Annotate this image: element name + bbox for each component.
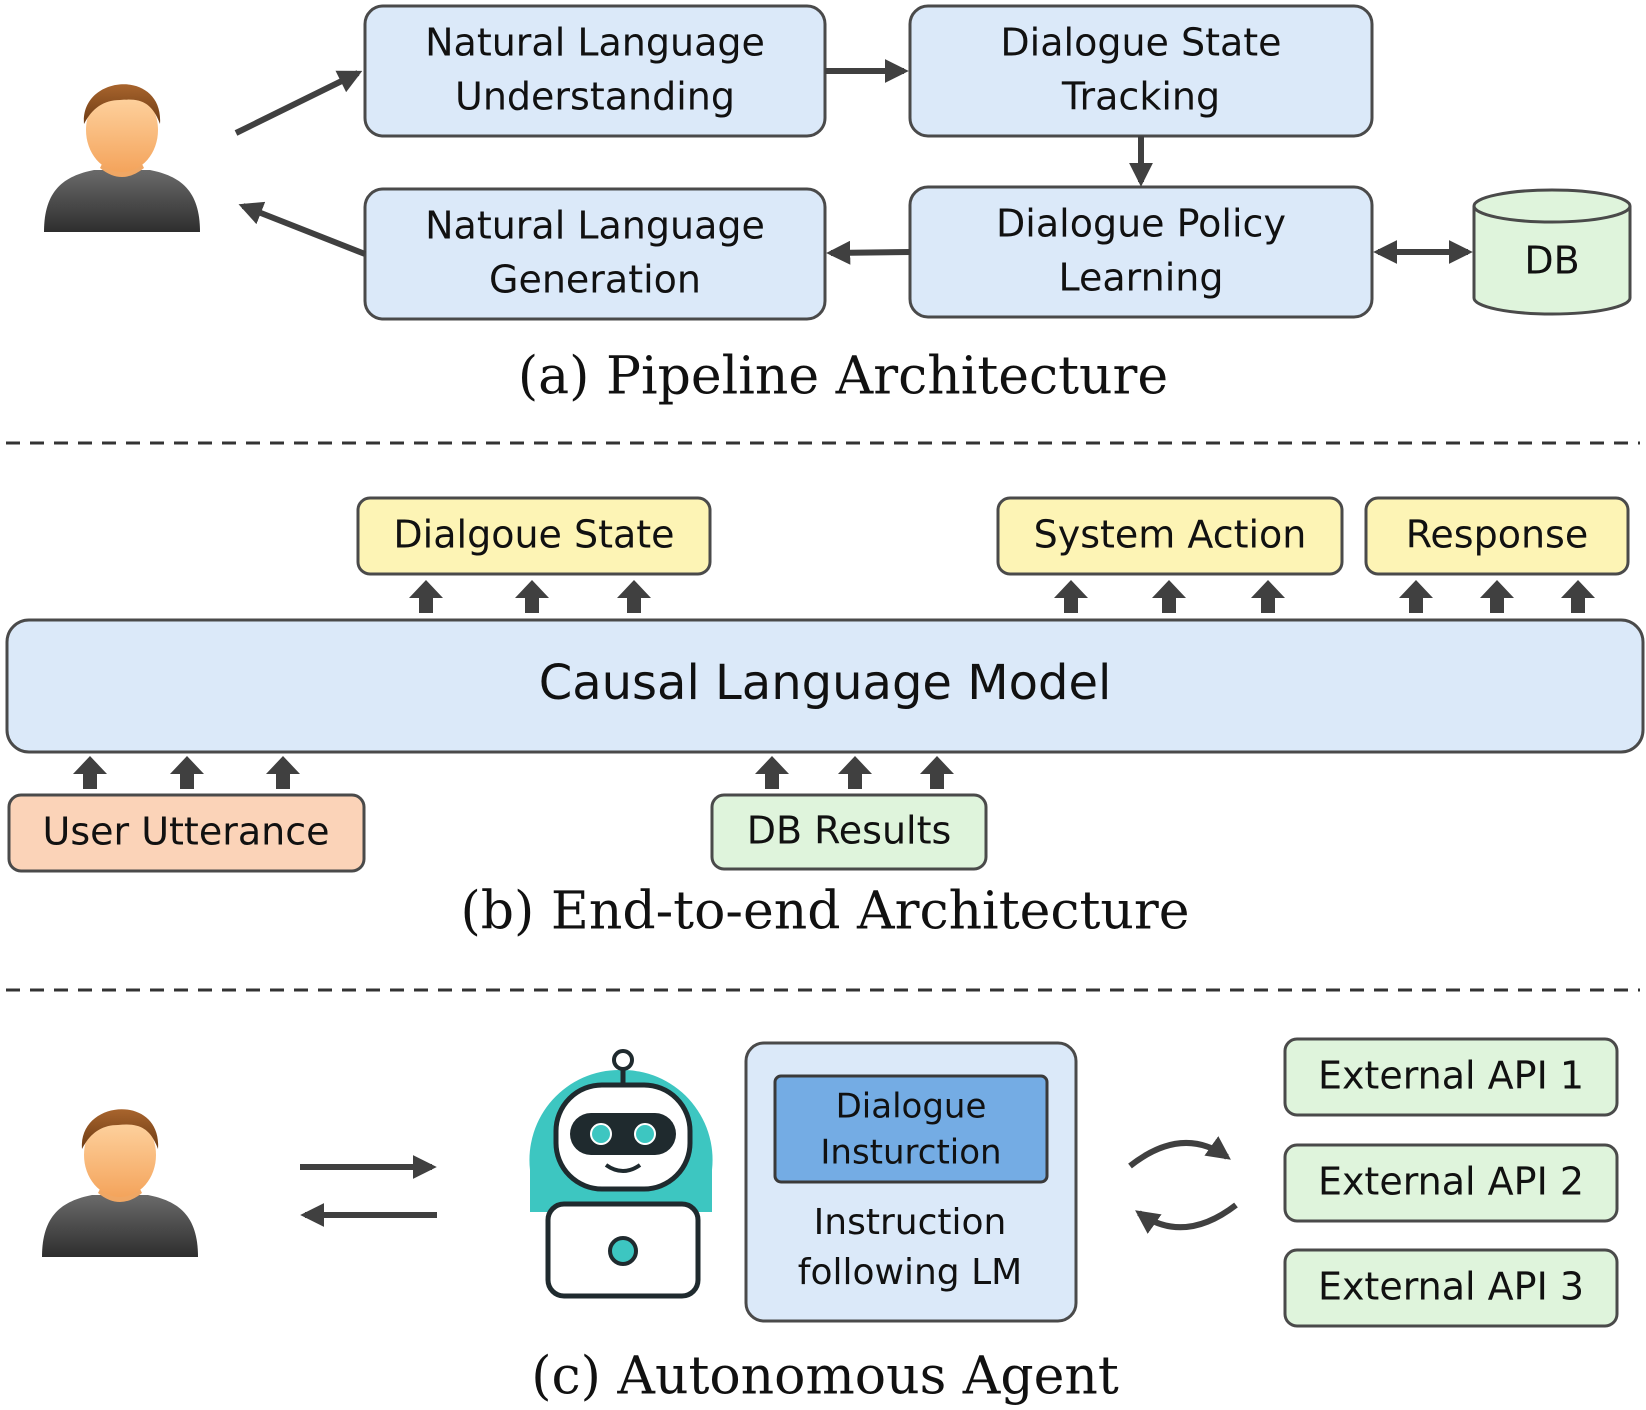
lm-label-line2: following LM xyxy=(798,1252,1022,1293)
up-arrow-db-2 xyxy=(838,756,872,789)
db-results-label: DB Results xyxy=(747,809,952,853)
cycle-arrows-icon xyxy=(1128,1136,1238,1234)
user-utterance-label: User Utterance xyxy=(43,810,330,854)
up-arrow-state-3 xyxy=(617,580,651,613)
up-arrow-action-1 xyxy=(1054,580,1088,613)
external-api-2-label: External API 2 xyxy=(1318,1160,1584,1204)
dst-box: Dialogue State Tracking xyxy=(908,4,1374,138)
up-arrow-state-1 xyxy=(409,580,443,613)
up-arrow-action-3 xyxy=(1251,580,1285,613)
dialogue-instruction-line1: Dialogue xyxy=(836,1087,987,1127)
dpl-box: Dialogue Policy Learning xyxy=(908,185,1374,319)
dpl-label-line1: Dialogue Policy xyxy=(996,202,1286,246)
nlg-box: Natural Language Generation xyxy=(363,187,827,321)
db-results-input-box: DB Results xyxy=(710,793,988,871)
nlu-label-line1: Natural Language xyxy=(425,21,765,65)
external-api-1-box: External API 1 xyxy=(1283,1037,1619,1117)
causal-lm-label: Causal Language Model xyxy=(539,655,1112,711)
external-api-2-box: External API 2 xyxy=(1283,1143,1619,1223)
input-up-arrows xyxy=(73,756,954,789)
dialogue-state-output-box: Dialgoue State xyxy=(356,496,712,576)
up-arrow-response-2 xyxy=(1480,580,1514,613)
up-arrow-utterance-1 xyxy=(73,756,107,789)
lm-label-line1: Instruction xyxy=(814,1202,1007,1243)
up-arrow-response-1 xyxy=(1399,580,1433,613)
up-arrow-utterance-3 xyxy=(266,756,300,789)
up-arrow-db-1 xyxy=(755,756,789,789)
user-utterance-input-box: User Utterance xyxy=(7,793,366,873)
system-action-label: System Action xyxy=(1034,513,1307,557)
causal-language-model-box: Causal Language Model xyxy=(5,618,1645,754)
external-api-1-label: External API 1 xyxy=(1318,1054,1584,1098)
output-up-arrows xyxy=(409,580,1595,613)
up-arrow-db-3 xyxy=(920,756,954,789)
caption-autonomous-agent: (c) Autonomous Agent xyxy=(531,1347,1119,1407)
arrow-dpl-to-nlg xyxy=(826,240,911,265)
external-api-3-box: External API 3 xyxy=(1283,1248,1619,1328)
up-arrow-action-2 xyxy=(1152,580,1186,613)
dpl-label-line2: Learning xyxy=(1059,256,1224,300)
nlu-box: Natural Language Understanding xyxy=(363,4,827,138)
nlg-label-line1: Natural Language xyxy=(425,204,765,248)
up-arrow-utterance-2 xyxy=(170,756,204,789)
pipeline-arrows xyxy=(234,59,1473,265)
arrow-nlg-to-user xyxy=(238,201,367,257)
up-arrow-response-3 xyxy=(1561,580,1595,613)
nlu-label-line2: Understanding xyxy=(455,75,735,119)
database-cylinder-icon: DB xyxy=(1472,188,1632,316)
caption-end-to-end: (b) End-to-end Architecture xyxy=(460,882,1189,942)
dialogue-instruction-box: Dialogue Insturction xyxy=(773,1074,1049,1184)
system-action-output-box: System Action xyxy=(996,496,1344,576)
dst-label-line2: Tracking xyxy=(1061,75,1220,119)
nlg-label-line2: Generation xyxy=(489,258,701,302)
caption-pipeline: (a) Pipeline Architecture xyxy=(518,347,1168,407)
external-api-3-label: External API 3 xyxy=(1318,1265,1584,1309)
user-icon-agent xyxy=(42,1109,198,1257)
agent-exchange-arrows xyxy=(300,1155,437,1227)
dialogue-instruction-line2: Insturction xyxy=(820,1133,1001,1173)
robot-laptop-icon xyxy=(529,1049,713,1299)
db-label: DB xyxy=(1524,239,1579,283)
response-output-box: Response xyxy=(1364,496,1630,576)
dst-label-line1: Dialogue State xyxy=(1000,21,1281,65)
up-arrow-state-2 xyxy=(515,580,549,613)
user-icon-pipeline xyxy=(44,84,200,232)
arrow-user-to-nlu xyxy=(234,70,363,136)
response-label: Response xyxy=(1406,513,1589,557)
dialogue-state-label: Dialgoue State xyxy=(393,513,674,557)
